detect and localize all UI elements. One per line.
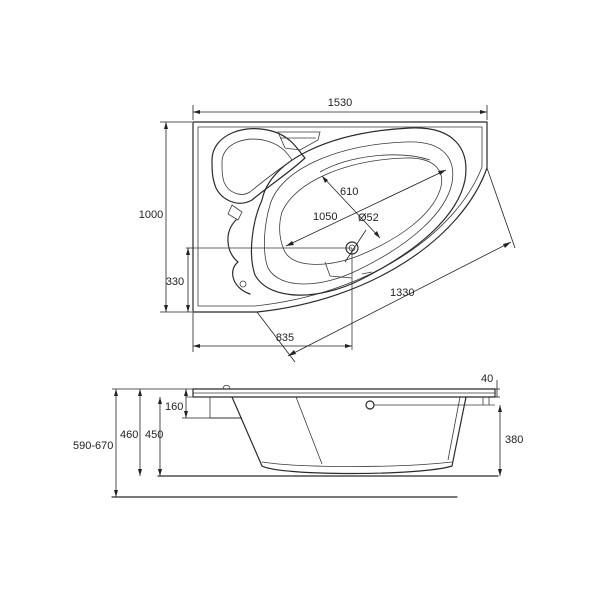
dim-835-label: 835: [276, 332, 294, 344]
basin-floor: [279, 157, 442, 265]
side-view: [111, 384, 499, 498]
dim-total-label: 590-670: [73, 440, 113, 452]
dim-1330-label: 1330: [390, 287, 414, 299]
body-crease-2: [261, 461, 453, 467]
dim-380-label: 380: [505, 434, 523, 446]
dim-drain-label: Ø52: [358, 212, 379, 224]
dim-width-label: 1530: [328, 97, 352, 109]
headrest-recess: [277, 131, 321, 151]
side-view-dimensions: 40 160 460 450 590-670 380: [73, 373, 523, 497]
seat-line-2: [324, 261, 353, 279]
dim-1050-label: 1050: [313, 211, 337, 223]
dim-depth-label: 1000: [139, 209, 163, 221]
dim-line-610: [321, 175, 381, 239]
overflow: [361, 271, 373, 275]
seat-line-1: [319, 154, 431, 173]
tub-outer-outline: [192, 121, 488, 313]
side-body: [231, 396, 467, 475]
dim-line-1330: [287, 241, 512, 357]
dim-40-label: 40: [481, 373, 493, 385]
corner-seat-outer: [211, 128, 306, 204]
body-crease-1: [295, 396, 323, 465]
dim-160-label: 160: [165, 401, 183, 413]
side-fitting: [239, 280, 247, 288]
top-view: [192, 121, 488, 350]
tub-rim-line: [197, 126, 483, 307]
side-overflow: [365, 400, 375, 410]
rim-fitting: [222, 384, 231, 390]
dim-450-label: 450: [145, 429, 163, 441]
dim-line-1050: [285, 169, 447, 247]
left-lobe: [227, 219, 251, 295]
dim-610-label: 610: [340, 186, 358, 198]
dim-460-label: 460: [120, 429, 138, 441]
corner-seat-inner: [221, 138, 293, 195]
fitting: [227, 204, 243, 221]
dim-330-label: 330: [166, 276, 184, 288]
basin-outer: [250, 127, 467, 296]
top-view-dimensions: 1530 1000 330 610 1050 Ø52 1330: [139, 97, 516, 363]
basin-inner-rim: [263, 141, 454, 285]
body-crease-3: [447, 396, 461, 461]
